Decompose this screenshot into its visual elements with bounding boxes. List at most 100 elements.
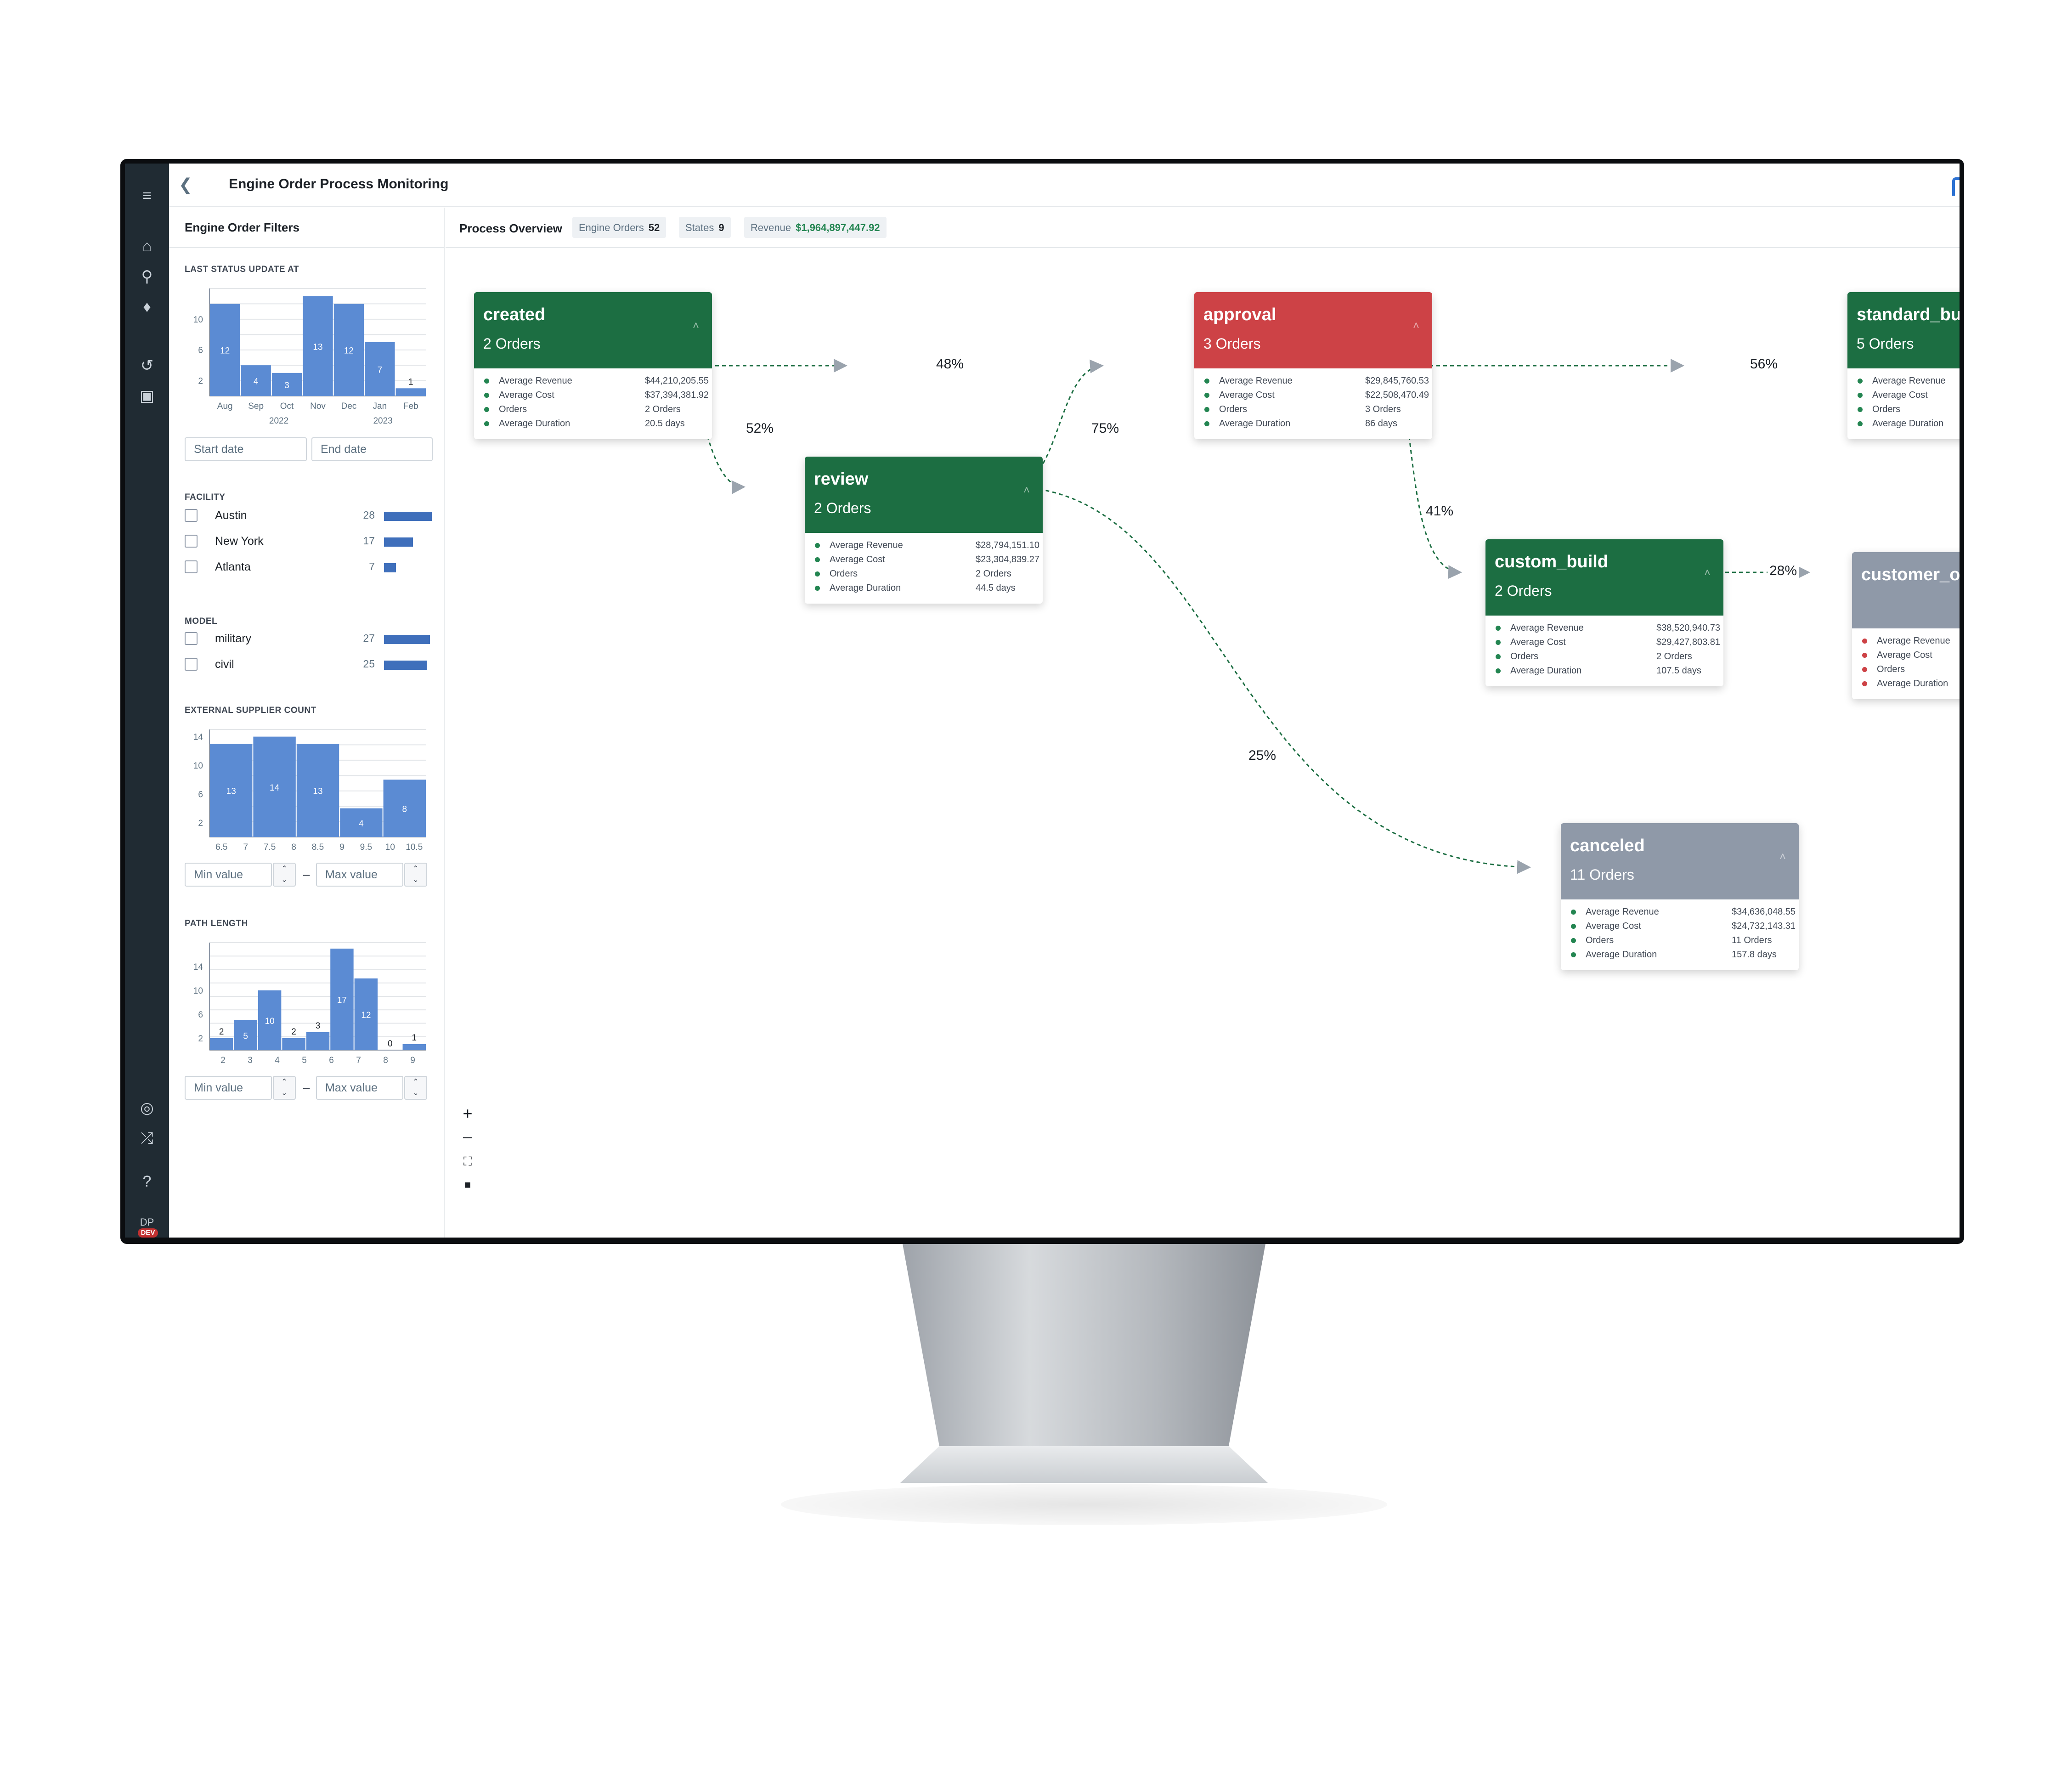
histogram-bar[interactable] — [296, 744, 339, 837]
checkbox[interactable] — [185, 658, 198, 671]
edge-review-canceled[interactable] — [1011, 486, 1531, 874]
fit-icon[interactable]: ⛶ — [463, 1154, 472, 1168]
metric-row: Orders — [1861, 663, 1960, 678]
histogram-bar[interactable] — [402, 1044, 426, 1050]
bar-value-label: 2 — [291, 1027, 296, 1037]
histogram-bar[interactable] — [258, 990, 282, 1050]
path-max-stepper[interactable]: ⌃⌄ — [404, 1076, 427, 1100]
end-date-input[interactable]: End date — [311, 437, 433, 461]
histogram-bar[interactable] — [234, 1020, 257, 1050]
node-standard-build[interactable]: standard_bu5 Orders˄Average RevenueAvera… — [1847, 292, 1960, 439]
start-date-input[interactable]: Start date — [185, 437, 307, 461]
histogram-bar[interactable] — [330, 949, 354, 1050]
facet-count: 17 — [363, 535, 375, 547]
histogram-bar[interactable] — [340, 808, 383, 837]
path-min-stepper[interactable]: ⌃⌄ — [273, 1076, 296, 1100]
home-icon[interactable]: ⌂ — [142, 237, 152, 255]
node-order-count: 3 Orders — [1203, 335, 1261, 352]
histogram-bar[interactable] — [333, 304, 364, 396]
checkbox[interactable] — [185, 535, 198, 548]
supplier-min-stepper[interactable]: ⌃⌄ — [273, 863, 296, 887]
menu-icon[interactable]: ≡ — [142, 187, 152, 204]
metric-label: Average Revenue — [1877, 636, 1950, 646]
histogram-bar[interactable] — [271, 373, 302, 396]
histogram-bar[interactable] — [210, 304, 240, 396]
checkbox[interactable] — [185, 560, 198, 573]
home-icon[interactable] — [1952, 177, 1960, 196]
histogram-bar[interactable] — [210, 1038, 233, 1050]
x-tick-label: 10 — [385, 842, 395, 852]
filters-title: Engine Order Filters — [185, 220, 299, 234]
checkbox[interactable] — [185, 632, 198, 645]
histogram-bar[interactable] — [306, 1032, 330, 1050]
histogram-bar[interactable] — [241, 365, 271, 396]
zoom-in-button[interactable]: + — [463, 1104, 473, 1123]
histogram-bar[interactable] — [383, 780, 426, 837]
chevron-up-icon[interactable]: ˄ — [1412, 320, 1419, 332]
status-dot-icon — [1496, 640, 1501, 645]
supplier-max-input[interactable]: Max value — [316, 863, 403, 887]
histogram-bar[interactable] — [282, 1038, 305, 1050]
facet-count: 27 — [363, 632, 375, 644]
supplier-max-stepper[interactable]: ⌃⌄ — [404, 863, 427, 887]
edge-approval-custom[interactable] — [1388, 365, 1462, 579]
help-icon[interactable]: ? — [142, 1173, 152, 1190]
chevron-up-icon[interactable]: ˄ — [1704, 567, 1711, 579]
histogram-bar[interactable] — [365, 342, 395, 396]
histogram-bar[interactable] — [395, 388, 426, 396]
histogram-bar[interactable] — [303, 296, 333, 396]
chevron-up-icon[interactable]: ˄ — [1023, 484, 1030, 497]
avatar[interactable]: DP — [140, 1216, 154, 1228]
edge-label-review-canceled: 25% — [1247, 748, 1278, 763]
x-tick-label: Nov — [310, 401, 326, 411]
bell-icon[interactable]: ♦ — [143, 298, 151, 316]
status-dot-icon — [815, 586, 820, 591]
shuffle-icon[interactable]: ⤮ — [141, 1130, 153, 1147]
path-max-input[interactable]: Max value — [316, 1076, 403, 1100]
metric-value: $29,427,803.81 — [1656, 637, 1721, 647]
globe-icon[interactable]: ◎ — [140, 1099, 154, 1117]
zoom-out-button[interactable]: – — [463, 1127, 473, 1146]
back-icon[interactable]: ❮ — [178, 175, 193, 194]
y-tick-label: 6 — [198, 790, 203, 799]
chevron-up-icon[interactable]: ˄ — [1779, 851, 1786, 863]
checkbox[interactable] — [185, 509, 198, 522]
node-header[interactable]: customer_o˄ — [1852, 552, 1960, 628]
facility-title: FACILITY — [185, 492, 226, 502]
history-icon[interactable]: ↺ — [140, 357, 154, 374]
histogram-bar[interactable] — [210, 744, 253, 837]
node-header[interactable]: standard_bu5 Orders˄ — [1847, 292, 1960, 368]
path-min-input[interactable]: Min value — [185, 1076, 272, 1100]
chevron-up-icon[interactable]: ˄ — [692, 320, 699, 332]
supplier-min-input[interactable]: Min value — [185, 863, 272, 887]
metric-value: $44,210,205.55 — [645, 376, 709, 386]
lock-icon[interactable]: ■ — [464, 1179, 471, 1191]
status-dot-icon — [1496, 654, 1501, 659]
histogram-bar[interactable] — [253, 736, 296, 837]
histogram-bar[interactable] — [354, 978, 378, 1050]
status-dot-icon — [484, 407, 489, 412]
folder-icon[interactable]: ▣ — [139, 387, 155, 405]
search-icon[interactable]: ⚲ — [141, 268, 153, 285]
x-tick-label: 3 — [248, 1056, 253, 1065]
